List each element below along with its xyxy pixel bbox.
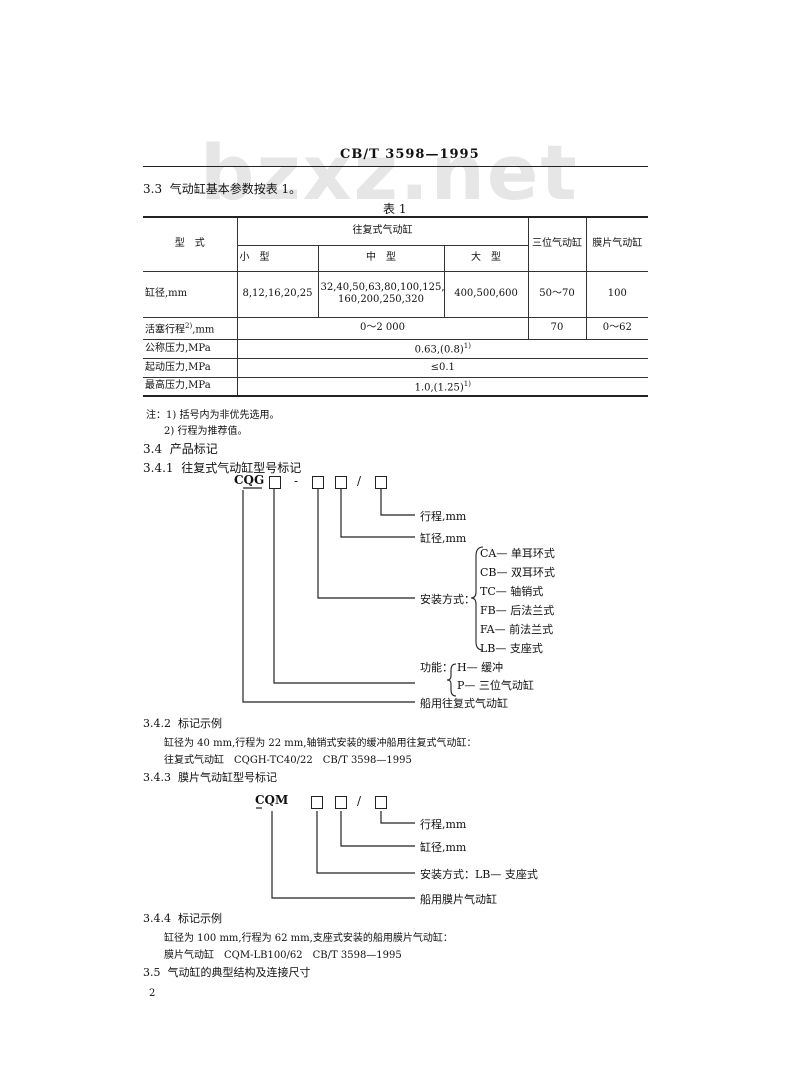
section-number: 3.4.1 [143, 461, 174, 475]
mount-option-lb: LB— 支座式 [480, 642, 543, 655]
mount-option-fa: FA— 前法兰式 [480, 623, 554, 636]
cqg-code: CQG [234, 473, 265, 487]
watermark: bzxz.net [200, 128, 579, 217]
bore-placeholder-box [335, 476, 347, 489]
diaphragm-header: 膜片气动缸 [585, 216, 649, 272]
section-text: 气动缸的典型结构及连接尺寸 [167, 966, 311, 979]
mount-option-fb: FB— 后法兰式 [480, 604, 555, 617]
section-3-4: 3.4 产品标记 [143, 440, 218, 457]
stroke-label: 活塞行程2),mm [143, 316, 238, 340]
three-position-header: 三位气动缸 [527, 216, 587, 272]
cqg-bore-label: 缸径,mm [420, 532, 467, 545]
cqm-code: CQM [255, 793, 289, 807]
section-3-3: 3.3 气动缸基本参数按表 1。 [143, 180, 301, 197]
max-footnote-mark: 1) [463, 380, 471, 389]
cqm-mount-label: 安装方式：LB— 支座式 [420, 868, 538, 881]
example-2-description: 缸径为 100 mm,行程为 62 mm,支座式安装的船用膜片气动缸： [164, 933, 453, 944]
max-pressure-text: 1.0,(1.25) [414, 382, 464, 394]
section-text: 产品标记 [169, 442, 218, 456]
section-number: 3.3 [143, 182, 163, 196]
note-1: 注：1) 括号内为非优先选用。 [146, 410, 280, 421]
stroke-unit: ,mm [192, 324, 215, 336]
max-pressure-value: 1.0,(1.25)1) [236, 376, 649, 397]
section-number: 3.4.2 [143, 717, 171, 730]
example-1-description: 缸径为 40 mm,行程为 22 mm,轴销式安装的缓冲船用往复式气动缸： [164, 738, 477, 749]
medium-header: 中 型 [317, 244, 445, 272]
header-rule [143, 166, 648, 167]
example-1-marking: 往复式气动缸 CQGH-TC40/22 CB/T 3598—1995 [164, 755, 412, 766]
table-caption: 表 1 [383, 202, 407, 216]
cqm-bore-placeholder-box [335, 796, 347, 809]
section-3-5: 3.5 气动缸的典型结构及连接尺寸 [143, 964, 311, 980]
section-text: 气动缸基本参数按表 1。 [169, 182, 302, 196]
nominal-footnote-mark: 1) [463, 342, 471, 351]
large-header: 大 型 [443, 244, 529, 272]
page-number: 2 [149, 988, 156, 999]
cqm-bore-label: 缸径,mm [420, 841, 467, 854]
cqm-mount-placeholder-box [311, 796, 323, 809]
bore-medium-line2: 160,200,250,320 [338, 294, 424, 305]
cqm-stroke-label: 行程,mm [420, 818, 467, 831]
section-3-4-3: 3.4.3 膜片气动缸型号标记 [143, 769, 277, 785]
mount-option-ca: CA— 单耳环式 [480, 547, 555, 560]
bore-medium: 32,40,50,63,80,100,125,160,200,250,320 [317, 270, 445, 318]
section-text: 往复式气动缸型号标记 [181, 461, 302, 475]
cqm-slash: / [357, 794, 362, 808]
cqg-dash: - [294, 474, 299, 488]
cqg-stroke-label: 行程,mm [420, 510, 467, 523]
reciprocating-header: 往复式气动缸 [236, 216, 529, 246]
bore-medium-line1: 32,40,50,63,80,100,125, [320, 282, 445, 293]
type-header: 型 式 [143, 216, 238, 272]
stroke-placeholder-box [375, 476, 387, 489]
bore-diaphragm: 100 [585, 270, 649, 318]
cqg-function-label: 功能： [420, 661, 453, 674]
function-placeholder-box [269, 476, 281, 489]
cqm-product-label: 船用膜片气动缸 [420, 893, 497, 906]
nominal-pressure-text: 0.63,(0.8) [414, 344, 464, 356]
section-number: 3.5 [143, 966, 161, 979]
section-3-4-1: 3.4.1 往复式气动缸型号标记 [143, 459, 301, 476]
stroke-label-text: 活塞行程 [145, 324, 185, 336]
example-2-marking: 膜片气动缸 CQM-LB100/62 CB/T 3598—1995 [164, 950, 402, 961]
parameter-table: 型 式 往复式气动缸 三位气动缸 膜片气动缸 小 型 中 型 大 型 缸径,mm… [143, 216, 649, 397]
section-number: 3.4 [143, 442, 163, 456]
section-text: 标记示例 [178, 912, 222, 925]
section-number: 3.4.3 [143, 771, 171, 784]
mount-placeholder-box [312, 476, 324, 489]
section-3-4-2: 3.4.2 标记示例 [143, 715, 222, 731]
function-option-p: P— 三位气动缸 [457, 679, 534, 692]
cqg-product-label: 船用往复式气动缸 [420, 697, 508, 710]
cqm-stroke-placeholder-box [375, 796, 387, 809]
function-option-h: H— 缓冲 [457, 661, 504, 674]
note-2: 2) 行程为推荐值。 [164, 426, 248, 437]
mount-option-tc: TC— 轴销式 [480, 585, 544, 598]
section-text: 标记示例 [178, 717, 222, 730]
cqg-mount-label: 安装方式： [420, 593, 475, 606]
section-3-4-4: 3.4.4 标记示例 [143, 910, 222, 926]
section-text: 膜片气动缸型号标记 [178, 771, 277, 784]
standard-number: CB/T 3598—1995 [340, 147, 480, 162]
bore-small: 8,12,16,20,25 [236, 270, 319, 318]
section-number: 3.4.4 [143, 912, 171, 925]
cqg-slash: / [357, 474, 362, 488]
stroke-footnote-mark: 2) [185, 321, 193, 330]
mount-option-cb: CB— 双耳环式 [480, 566, 555, 579]
